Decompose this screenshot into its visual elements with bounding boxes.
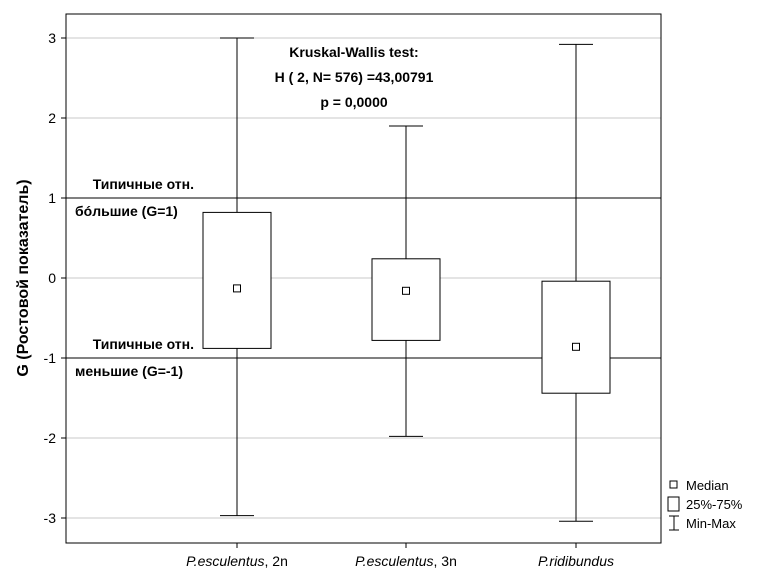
legend-whisker-icon [669, 515, 679, 531]
x-tick-label: P.esculentus, 3n [355, 553, 457, 569]
median-marker [572, 342, 580, 351]
y-tick-label: 2 [48, 110, 56, 126]
y-tick-label: 0 [48, 270, 56, 286]
reference-line-label-2: меньшие (G=-1) [75, 363, 183, 379]
grid-lines [66, 37, 661, 519]
legend-box-label: 25%-75% [686, 497, 743, 512]
legend-box: 25%-75% [667, 496, 743, 512]
kruskal-wallis-annotation: Kruskal-Wallis test: H ( 2, N= 576) =43,… [275, 44, 434, 110]
legend-box-icon [667, 496, 680, 512]
x-tick-label: P.ridibundus [538, 553, 614, 569]
legend-whisker-label: Min-Max [686, 516, 736, 531]
y-tick-label: -2 [44, 430, 57, 446]
reference-line-label-2: бóльшие (G=1) [75, 203, 178, 219]
x-axis: P.esculentus, 2n P.esculentus, 3n P.ridibu… [186, 543, 614, 569]
y-tick-label: 3 [48, 30, 56, 46]
median-marker [233, 284, 241, 293]
box-iqr [202, 211, 272, 349]
legend-median: Median [669, 478, 729, 493]
legend-median-icon [669, 480, 678, 489]
box-group [202, 37, 272, 517]
y-tick-label: -3 [44, 510, 57, 526]
y-axis: -3 -2 -1 0 1 2 3 [44, 30, 66, 526]
legend: Median 25%-75% Min-Max [667, 478, 743, 531]
box-group [541, 43, 611, 522]
y-axis-label: G (Ростовой показатель) [15, 179, 32, 376]
annotation-line-1: Kruskal-Wallis test: [289, 44, 418, 60]
box-iqr [371, 258, 441, 341]
y-tick-label: 1 [48, 190, 56, 206]
y-tick-label: -1 [44, 350, 57, 366]
reference-line-label-1: Типичные отн. [93, 336, 194, 352]
annotation-line-3: p = 0,0000 [320, 94, 388, 110]
annotation-line-2: H ( 2, N= 576) =43,00791 [275, 69, 434, 85]
reference-line-label-1: Типичные отн. [93, 176, 194, 192]
x-tick-label: P.esculentus, 2n [186, 553, 288, 569]
box-iqr [541, 280, 611, 394]
box-group [371, 125, 441, 437]
box-series [202, 37, 611, 522]
legend-median-label: Median [686, 478, 729, 493]
legend-whisker: Min-Max [669, 515, 736, 531]
median-marker [402, 286, 410, 295]
